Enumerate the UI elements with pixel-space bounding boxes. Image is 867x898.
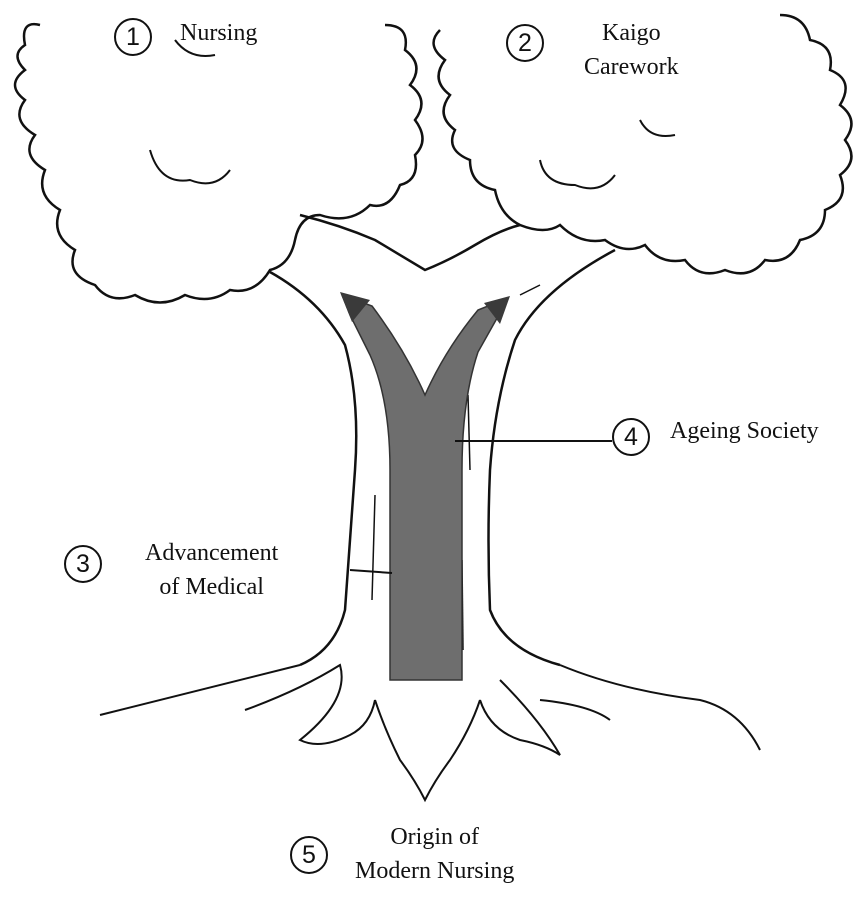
label-kaigo: Kaigo Carework [584,16,679,84]
label-kaigo-line-1: Kaigo [584,16,679,50]
number-badge-2: 2 [506,24,544,62]
bark-line-4 [520,285,540,295]
label-kaigo-line-2: Carework [584,50,679,84]
label-origin-line-2: Modern Nursing [355,854,514,888]
canopy-left [15,24,423,302]
canopy-bottom [300,215,520,270]
medical-connector [350,570,392,573]
root-right-mid [540,700,610,720]
trunk-right-edge [489,250,616,665]
label-nursing-line-1: Nursing [180,16,257,50]
number-badge-3: 3 [64,545,102,583]
root-far-left [100,665,300,715]
trunk-left-edge [270,272,356,665]
canopy-detail-1 [150,150,230,183]
root-far-right [560,665,760,750]
bark-line-2 [468,395,470,470]
number-badge-1: 1 [114,18,152,56]
canopy-detail-2 [540,160,615,188]
root-left [245,665,375,744]
label-ageing-line-1: Ageing Society [670,414,819,448]
label-ageing: Ageing Society [670,414,819,448]
trunk-arrow-band [342,295,508,680]
label-origin: Origin of Modern Nursing [355,820,514,888]
label-nursing: Nursing [180,16,257,50]
number-badge-4: 4 [612,418,650,456]
label-medical-line-2: of Medical [145,570,278,604]
label-medical-line-1: Advancement [145,536,278,570]
number-badge-5: 5 [290,836,328,874]
label-origin-line-1: Origin of [355,820,514,854]
bark-line-1 [372,495,375,600]
label-medical: Advancement of Medical [145,536,278,604]
root-center [375,700,480,800]
root-right [480,680,560,755]
canopy-detail-4 [640,120,675,136]
